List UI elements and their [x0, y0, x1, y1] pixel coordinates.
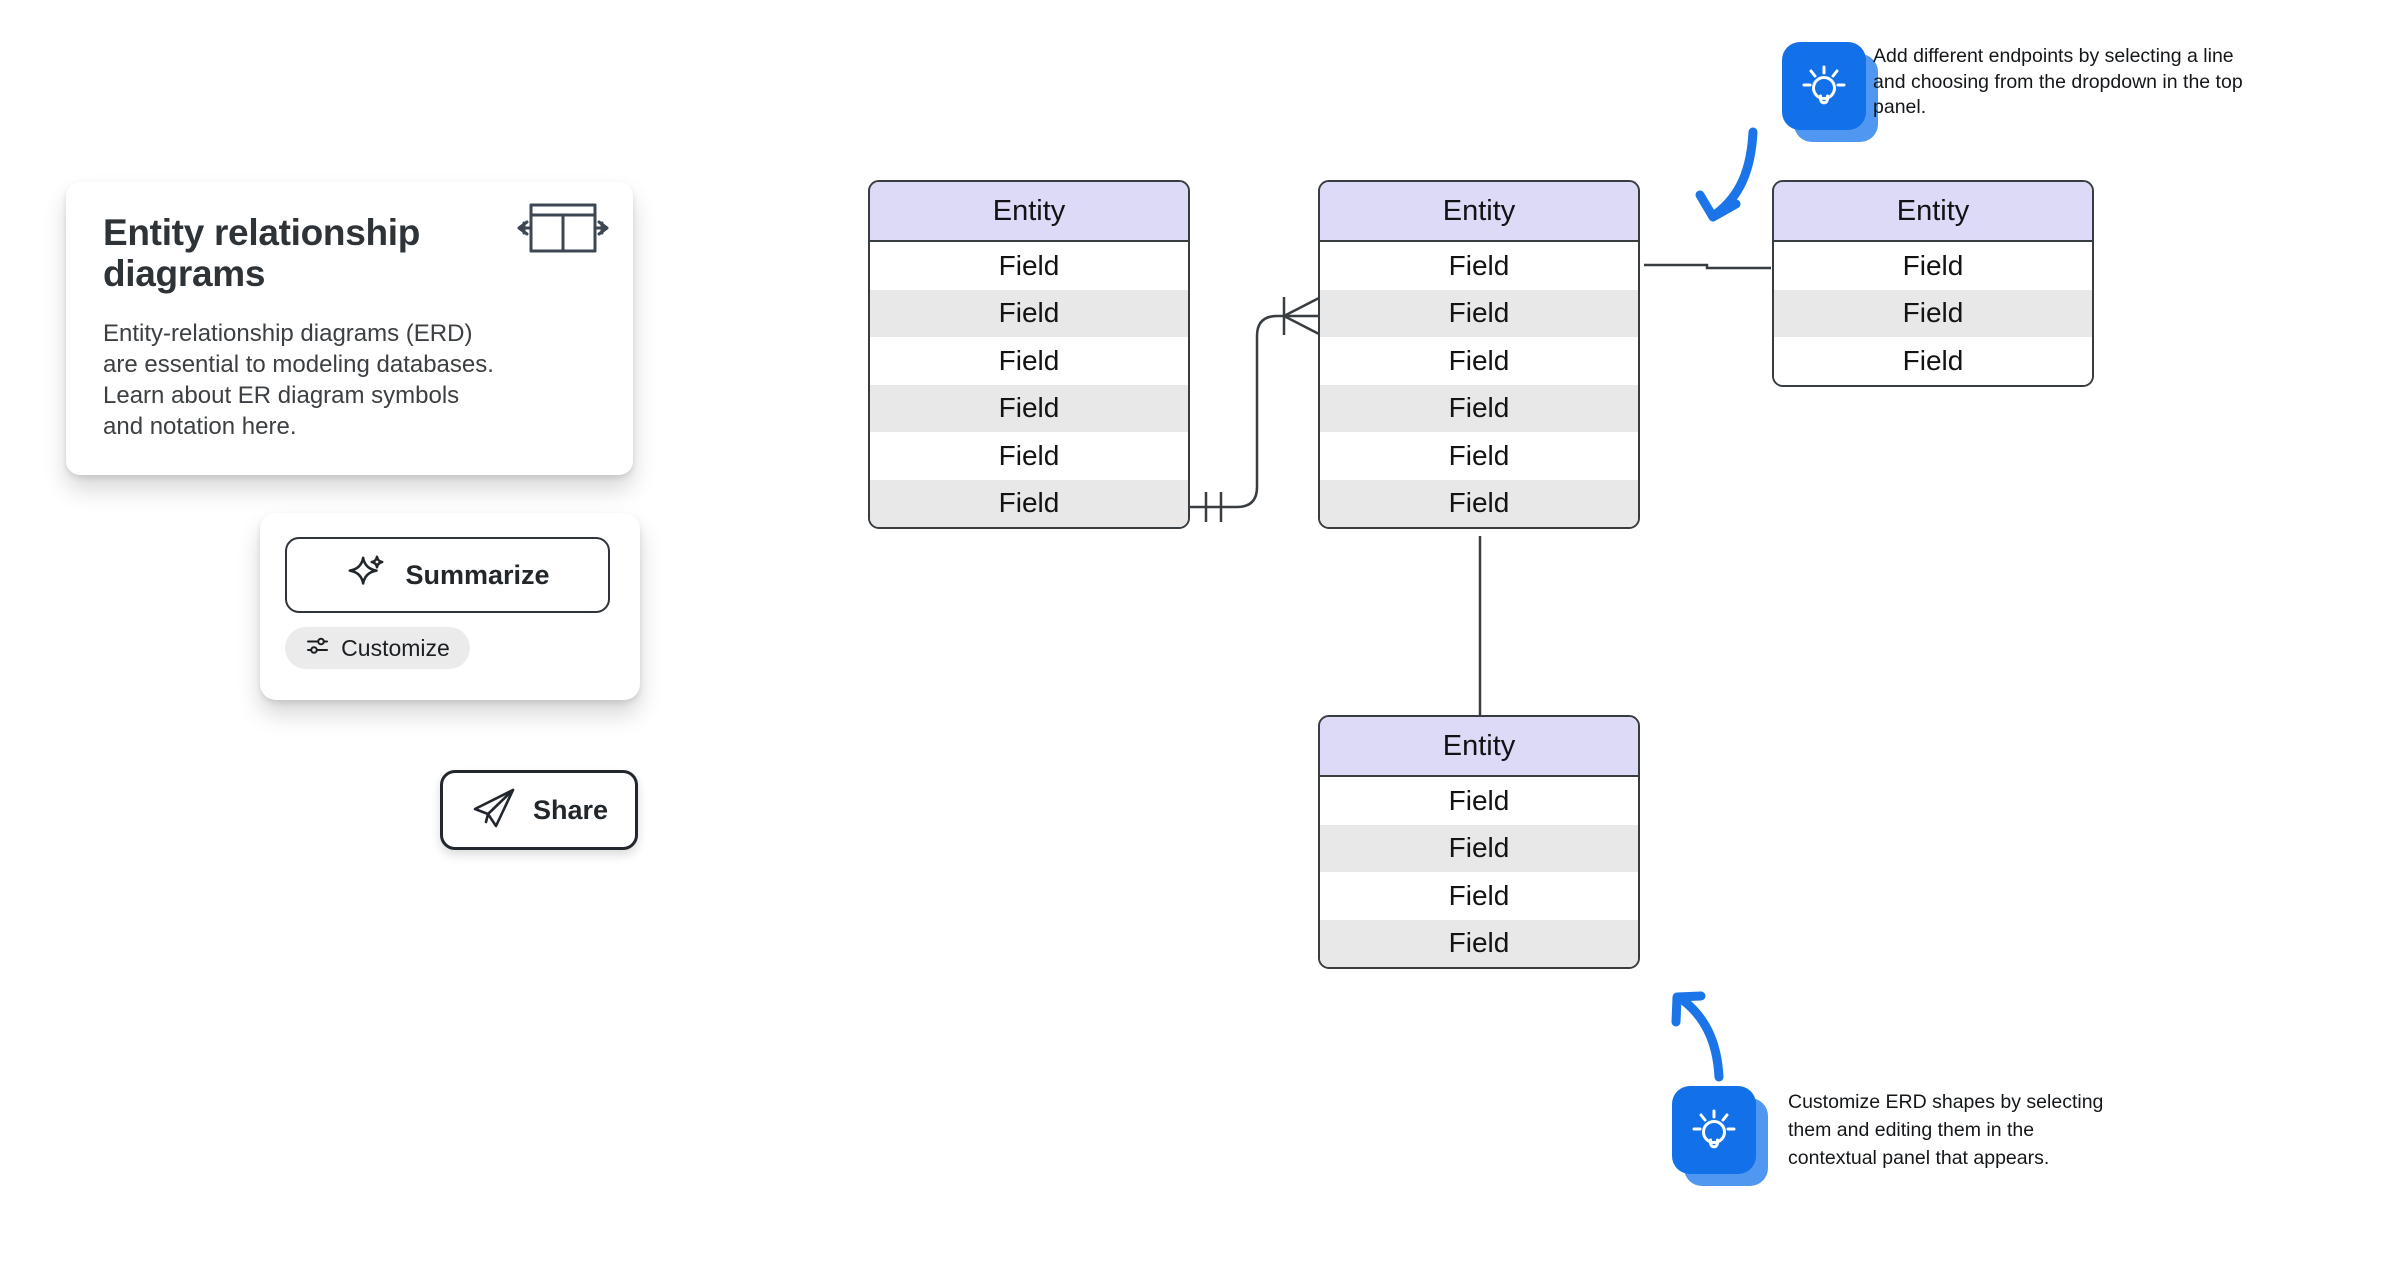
entity-field[interactable]: Field: [1774, 337, 2092, 385]
entity-title[interactable]: Entity: [1320, 182, 1638, 242]
connector-entity1-entity2[interactable]: [1190, 296, 1320, 522]
entity-field[interactable]: Field: [1320, 919, 1638, 967]
summarize-button[interactable]: Summarize: [285, 537, 610, 613]
entity-table-2[interactable]: Entity Field Field Field Field Field Fie…: [1318, 180, 1640, 529]
lightbulb-tip-icon: [1782, 42, 1878, 142]
arrow-top-annotation: [1695, 127, 1758, 222]
info-body-line: are essential to modeling databases.: [103, 351, 494, 378]
info-body-line: Learn about ER diagram symbols: [103, 382, 460, 409]
tip-line: Customize ERD shapes by selecting: [1788, 1091, 2104, 1113]
tip-line: and choosing from the dropdown in the to…: [1873, 70, 2243, 93]
customize-button-label: Customize: [341, 634, 450, 661]
entity-field[interactable]: Field: [870, 242, 1188, 290]
erd-entity-icon: [517, 202, 609, 259]
entity-field[interactable]: Field: [870, 289, 1188, 337]
paper-plane-icon: [470, 784, 518, 837]
entity-table-4[interactable]: Entity Field Field Field Field: [1318, 715, 1640, 969]
cardinality-one-or-many-crow-foot: [1282, 296, 1320, 336]
entity-field[interactable]: Field: [1320, 824, 1638, 872]
info-card[interactable]: Entity relationship diagrams Entity-rela…: [66, 182, 633, 475]
entity-field[interactable]: Field: [1774, 242, 2092, 290]
tip-line: them and editing them in the: [1788, 1119, 2035, 1141]
entity-field[interactable]: Field: [1320, 479, 1638, 527]
entity-field[interactable]: Field: [870, 384, 1188, 432]
entity-field[interactable]: Field: [1320, 242, 1638, 290]
cardinality-one-and-only-one: [1204, 492, 1223, 522]
sparkle-icon: [345, 552, 387, 599]
arrow-bottom-annotation: [1671, 991, 1724, 1082]
entity-field[interactable]: Field: [870, 479, 1188, 527]
tip-endpoints-text: Add different endpoints by selecting a l…: [1873, 44, 2243, 121]
tip-line: panel.: [1873, 96, 1927, 118]
info-body-line: Entity-relationship diagrams (ERD): [103, 320, 473, 347]
tip-customize-text: Customize ERD shapes by selecting them a…: [1788, 1088, 2103, 1172]
info-card-body: Entity-relationship diagrams (ERD) are e…: [103, 318, 597, 442]
entity-title[interactable]: Entity: [1320, 717, 1638, 777]
sliders-icon: [305, 634, 330, 663]
entity-field[interactable]: Field: [1320, 337, 1638, 385]
entity-field[interactable]: Field: [1320, 289, 1638, 337]
entity-title[interactable]: Entity: [870, 182, 1188, 242]
customize-button[interactable]: Customize: [285, 627, 470, 669]
lightbulb-icon: [1782, 42, 1866, 130]
info-card-title: Entity relationship diagrams: [103, 212, 421, 294]
summarize-button-label: Summarize: [405, 559, 550, 590]
entity-field[interactable]: Field: [1320, 384, 1638, 432]
entity-title[interactable]: Entity: [1774, 182, 2092, 242]
entity-table-3[interactable]: Entity Field Field Field: [1772, 180, 2094, 387]
entity-field[interactable]: Field: [1320, 432, 1638, 480]
tip-line: Add different endpoints by selecting a l…: [1873, 45, 2234, 67]
lightbulb-icon: [1672, 1086, 1756, 1174]
tip-line: contextual panel that appears.: [1788, 1147, 2050, 1169]
entity-table-1[interactable]: Entity Field Field Field Field Field Fie…: [868, 180, 1190, 529]
entity-field[interactable]: Field: [870, 432, 1188, 480]
share-button-label: Share: [532, 794, 609, 825]
entity-field[interactable]: Field: [1320, 872, 1638, 920]
connector-entity2-entity3[interactable]: [1644, 263, 1771, 270]
share-button[interactable]: Share: [440, 770, 638, 850]
ai-actions-card: Summarize Customize: [260, 513, 640, 700]
lightbulb-tip-icon: [1672, 1086, 1768, 1186]
entity-field[interactable]: Field: [1774, 289, 2092, 337]
entity-field[interactable]: Field: [870, 337, 1188, 385]
entity-field[interactable]: Field: [1320, 777, 1638, 825]
info-body-line: and notation here.: [103, 413, 297, 440]
